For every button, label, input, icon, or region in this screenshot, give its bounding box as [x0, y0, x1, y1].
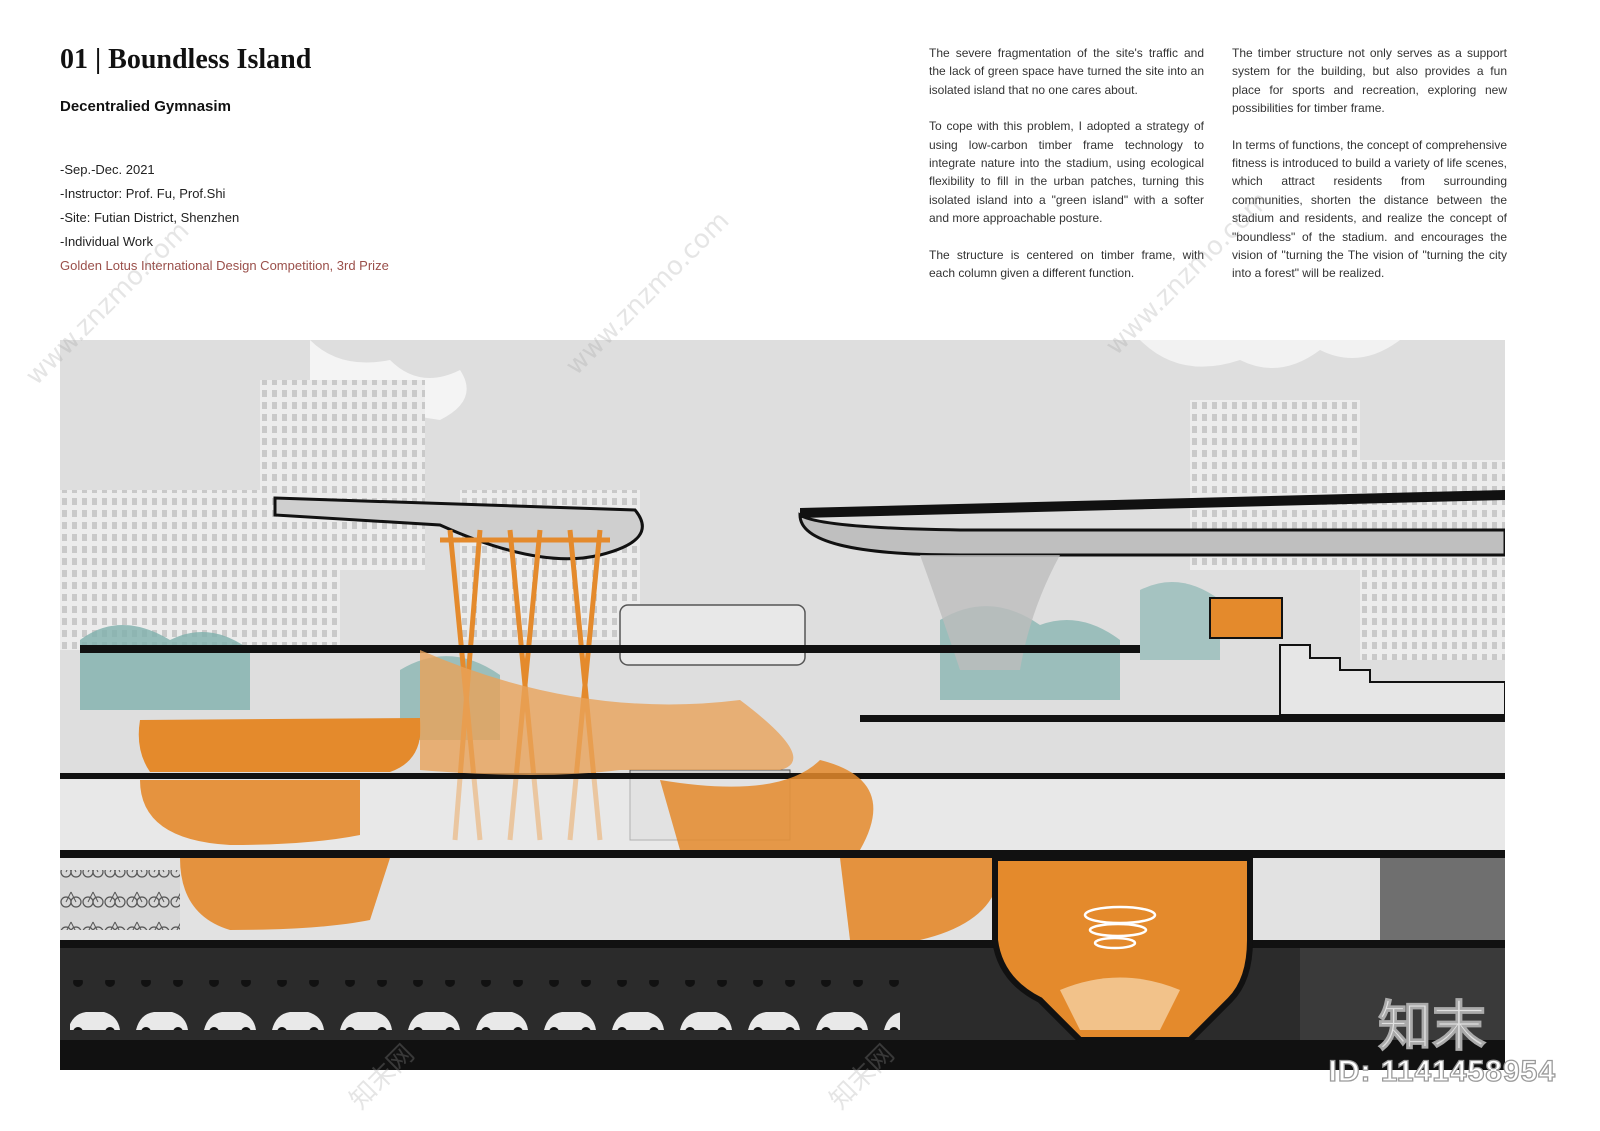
bleachers — [1279, 644, 1505, 716]
parked-cars — [70, 980, 900, 1030]
bike-parking — [60, 870, 180, 930]
watermark-logo: 知末 — [1378, 995, 1487, 1059]
description-paragraph: The structure is centered on timber fram… — [929, 247, 1204, 281]
sunken-hall-floor — [1060, 977, 1180, 1030]
background-block — [220, 510, 340, 650]
floor-slab — [860, 715, 1505, 722]
floor-slab — [60, 773, 1505, 779]
roof-deck-left — [273, 496, 644, 561]
meta-date: -Sep.-Dec. 2021 — [60, 162, 155, 177]
orange-ramp-lower — [660, 760, 874, 850]
cloud-right — [1140, 340, 1400, 368]
description-column-2: The timber structure not only serves as … — [1232, 44, 1507, 301]
roof-canopy — [798, 512, 1505, 557]
orange-booth — [1209, 597, 1283, 639]
vegetation — [1140, 582, 1220, 660]
tree-trunk-columns — [920, 555, 1060, 670]
adjacent-building-lower — [1300, 948, 1505, 1040]
description-paragraph: To cope with this problem, I adopted a s… — [929, 119, 1204, 226]
floor-slab — [60, 1040, 1505, 1070]
image-id-label: ID: 1141458954 — [1328, 1054, 1556, 1088]
sunken-hall — [992, 855, 1253, 1043]
floor-slab — [60, 850, 1505, 858]
orange-ramp-basement — [840, 858, 1001, 940]
orange-volume-left — [138, 718, 421, 772]
floor-slab — [60, 940, 1505, 948]
description-paragraph: In terms of functions, the concept of co… — [1232, 137, 1507, 281]
page-title: 01 | Boundless Island — [60, 44, 312, 75]
page-subtitle: Decentralied Gymnasim — [60, 98, 231, 115]
project-meta: -Sep.-Dec. 2021 -Instructor: Prof. Fu, P… — [60, 158, 389, 278]
description-column-1: The severe fragmentation of the site's t… — [929, 44, 1204, 300]
meta-work: -Individual Work — [60, 234, 153, 249]
ring-chandelier — [1083, 905, 1157, 950]
adjacent-building — [1380, 858, 1505, 940]
orange-volume-left-basement — [180, 858, 390, 930]
meta-site: -Site: Futian District, Shenzhen — [60, 210, 240, 225]
orange-ramp — [420, 650, 794, 775]
description-paragraph: The timber structure not only serves as … — [1232, 46, 1507, 116]
section-drawing — [60, 340, 1505, 1070]
meta-award: Golden Lotus International Design Compet… — [60, 258, 389, 273]
round-pavilion — [619, 604, 806, 666]
vegetation — [80, 625, 250, 710]
description-paragraph: The severe fragmentation of the site's t… — [929, 46, 1204, 97]
orange-volume-left-lower — [140, 780, 360, 845]
meta-instructor: -Instructor: Prof. Fu, Prof.Shi — [60, 186, 226, 201]
floor-slab — [80, 645, 1140, 653]
roof-slab — [800, 490, 1505, 518]
background-block — [1360, 460, 1505, 660]
